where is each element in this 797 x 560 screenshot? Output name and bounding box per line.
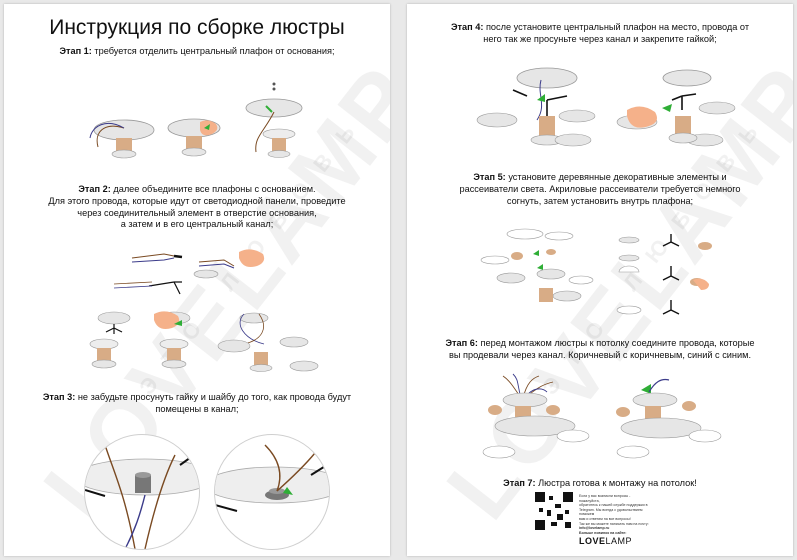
step-line: вы продевали через канал. Коричневый с к…	[449, 350, 751, 360]
step-line: не забудьте просунуть гайку и шайбу до т…	[78, 392, 351, 402]
support-line: обратитесь к нашей службе поддержки в	[579, 503, 647, 507]
support-text: Если у вас возникли вопросы - пожалуйста…	[579, 494, 651, 535]
nut-fixed-drawing	[215, 435, 329, 549]
step-2-illustration	[94, 244, 314, 374]
step-description: Люстра готова к монтажу на потолок!	[538, 478, 697, 488]
step-4-illustration	[477, 60, 737, 160]
step-line: перед монтажом люстры к потолку соединит…	[481, 338, 755, 348]
step-5-illustration	[481, 230, 721, 320]
step-3-text: Этап 3: не забудьте просунуть гайку и ша…	[20, 392, 374, 416]
step-line: через соединительный элемент в отверстие…	[77, 208, 316, 218]
support-site-label: Больше новинок на сайте:	[579, 531, 627, 535]
step-line: помещены в канал;	[155, 404, 238, 414]
step-line: далее объедините все плафоны с основание…	[113, 184, 315, 194]
support-email[interactable]: info@lovelamp.ru	[579, 526, 609, 530]
support-line: Telegram. Мы всегда с удовольствием помо…	[579, 508, 642, 517]
step-line: а затем и в его центральный канал;	[121, 219, 274, 229]
step-label: Этап 4:	[451, 22, 483, 32]
support-line: Если у вас возникли вопросы - пожалуйста…	[579, 494, 630, 503]
nut-fixed-circle	[214, 434, 330, 550]
step-line: согнуть, затем установить внутрь плафона…	[507, 196, 693, 206]
step-2-text: Этап 2: далее объедините все плафоны с о…	[20, 184, 374, 231]
step-5-text: Этап 5: установите деревянные декоративн…	[423, 172, 777, 207]
step-line: установите деревянные декоративные элеме…	[508, 172, 726, 182]
nut-closeup-circle	[84, 434, 200, 550]
step-1-text: Этап 1: требуется отделить центральный п…	[20, 46, 374, 58]
page-title: Инструкция по сборке люстры	[4, 16, 390, 40]
step-7-text: Этап 7: Люстра готова к монтажу на потол…	[423, 478, 777, 490]
step-description: требуется отделить центральный плафон от…	[94, 46, 334, 56]
step-4-text: Этап 4: после установите центральный пла…	[423, 22, 777, 46]
step-1-illustration	[84, 92, 309, 167]
instruction-page-right: LOVELAMP ЭТО ЛЮБОВЬ Этап 4: после устано…	[407, 4, 793, 556]
step-line: после установите центральный плафон на м…	[486, 22, 749, 32]
step-line: рассеиватели света. Акриловые рассеивате…	[459, 184, 740, 194]
step-label: Этап 2:	[78, 184, 110, 194]
step-label: Этап 7:	[503, 478, 535, 488]
brand-logo-part: LOVE	[579, 536, 606, 546]
brand-logo-part: LAMP	[606, 536, 633, 546]
support-line: Так же вы можете написать нам на почту:	[579, 522, 649, 526]
step-6-illustration	[483, 376, 723, 471]
step-label: Этап 5:	[473, 172, 505, 182]
qr-code[interactable]	[535, 492, 573, 530]
instruction-page-left: LOVELAMP ЭТО ЛЮБОВЬ Инструкция по сборке…	[4, 4, 390, 556]
step-label: Этап 3:	[43, 392, 75, 402]
step-6-text: Этап 6: перед монтажом люстры к потолку …	[423, 338, 777, 362]
step-line: Для этого провода, которые идут от свето…	[48, 196, 345, 206]
nut-closeup-drawing	[85, 435, 199, 549]
step-label: Этап 1:	[59, 46, 91, 56]
support-line: вам и ответим на все вопросы!	[579, 517, 631, 521]
step-label: Этап 6:	[446, 338, 478, 348]
step-line: него так же просуньте через канал и закр…	[483, 34, 716, 44]
brand-logo: LOVELAMP	[579, 536, 632, 546]
